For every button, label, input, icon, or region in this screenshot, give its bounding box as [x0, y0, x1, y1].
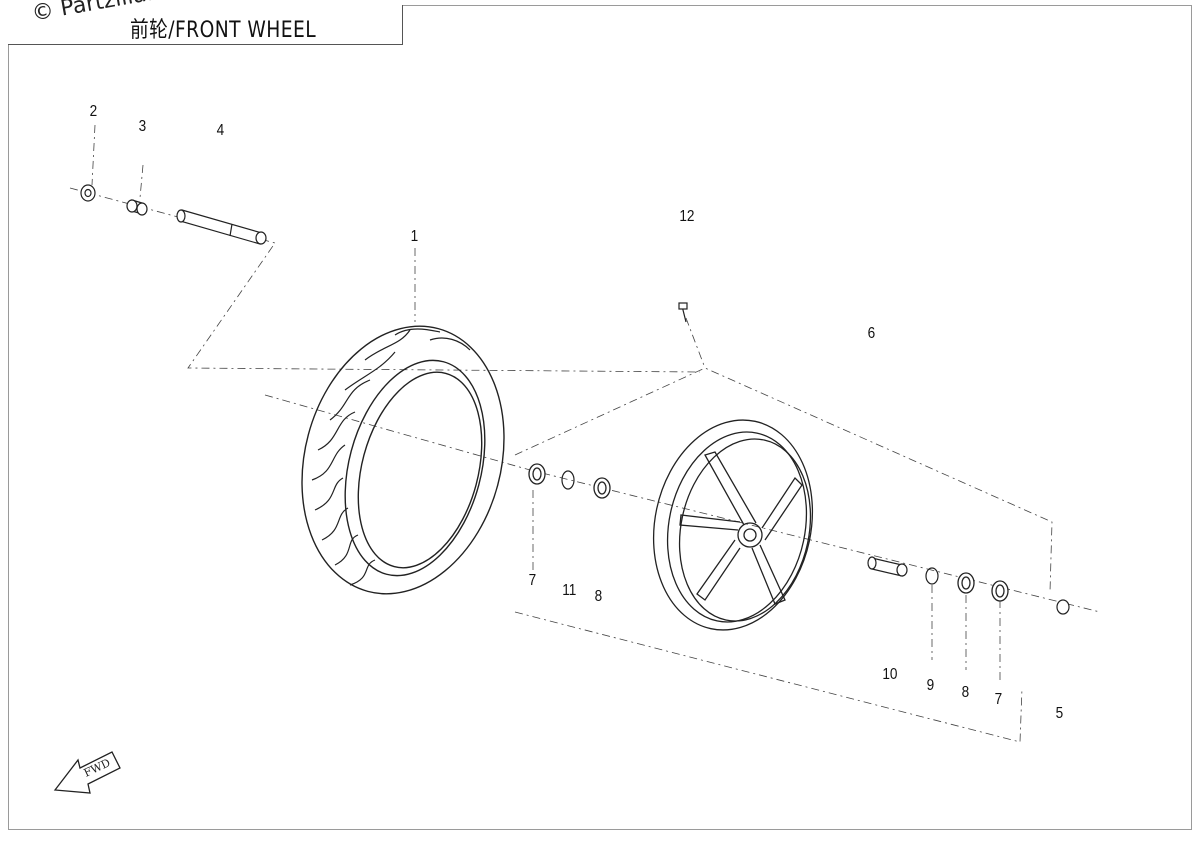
washer-part — [925, 567, 939, 585]
oil-seal-right-part — [991, 580, 1009, 602]
bolt-leader-line — [685, 317, 706, 369]
diagram-frame — [8, 5, 1192, 830]
callout-7-right: 7 — [994, 691, 1003, 708]
callout-10: 10 — [882, 666, 898, 683]
rim-boundary-line — [514, 367, 1053, 593]
callout-3: 3 — [138, 118, 147, 135]
valve-bolt-part — [678, 302, 688, 323]
callout-8-left: 8 — [594, 588, 603, 605]
callout-7-left: 7 — [528, 572, 537, 589]
nut-part — [80, 184, 96, 202]
center-axis-line — [264, 394, 1101, 613]
rim-part — [652, 419, 814, 631]
axle-part — [176, 209, 267, 245]
callout-6: 6 — [867, 325, 876, 342]
tire-part — [301, 325, 505, 595]
callout-8-right: 8 — [961, 684, 970, 701]
callout-1: 1 — [410, 228, 419, 245]
fwd-arrow-icon: FWD — [53, 751, 121, 794]
callout-4: 4 — [216, 122, 225, 139]
title-box — [8, 5, 403, 45]
spacer-part — [126, 199, 148, 216]
circlip-part — [561, 470, 575, 490]
callout-5: 5 — [1055, 705, 1064, 722]
callout-2: 2 — [89, 103, 98, 120]
collar-part — [1056, 599, 1070, 615]
axle-leader-line — [69, 187, 701, 373]
callout-9: 9 — [926, 677, 935, 694]
spacer-sleeve-part — [867, 556, 908, 577]
callout-12: 12 — [679, 208, 695, 225]
page-title: 前轮/FRONT WHEEL — [130, 18, 317, 43]
lower-boundary-line — [514, 611, 1023, 743]
oil-seal-left-part — [528, 463, 546, 485]
bearing-left-part — [593, 477, 611, 499]
bearing-right-part — [957, 572, 975, 594]
callout-11: 11 — [562, 582, 577, 599]
